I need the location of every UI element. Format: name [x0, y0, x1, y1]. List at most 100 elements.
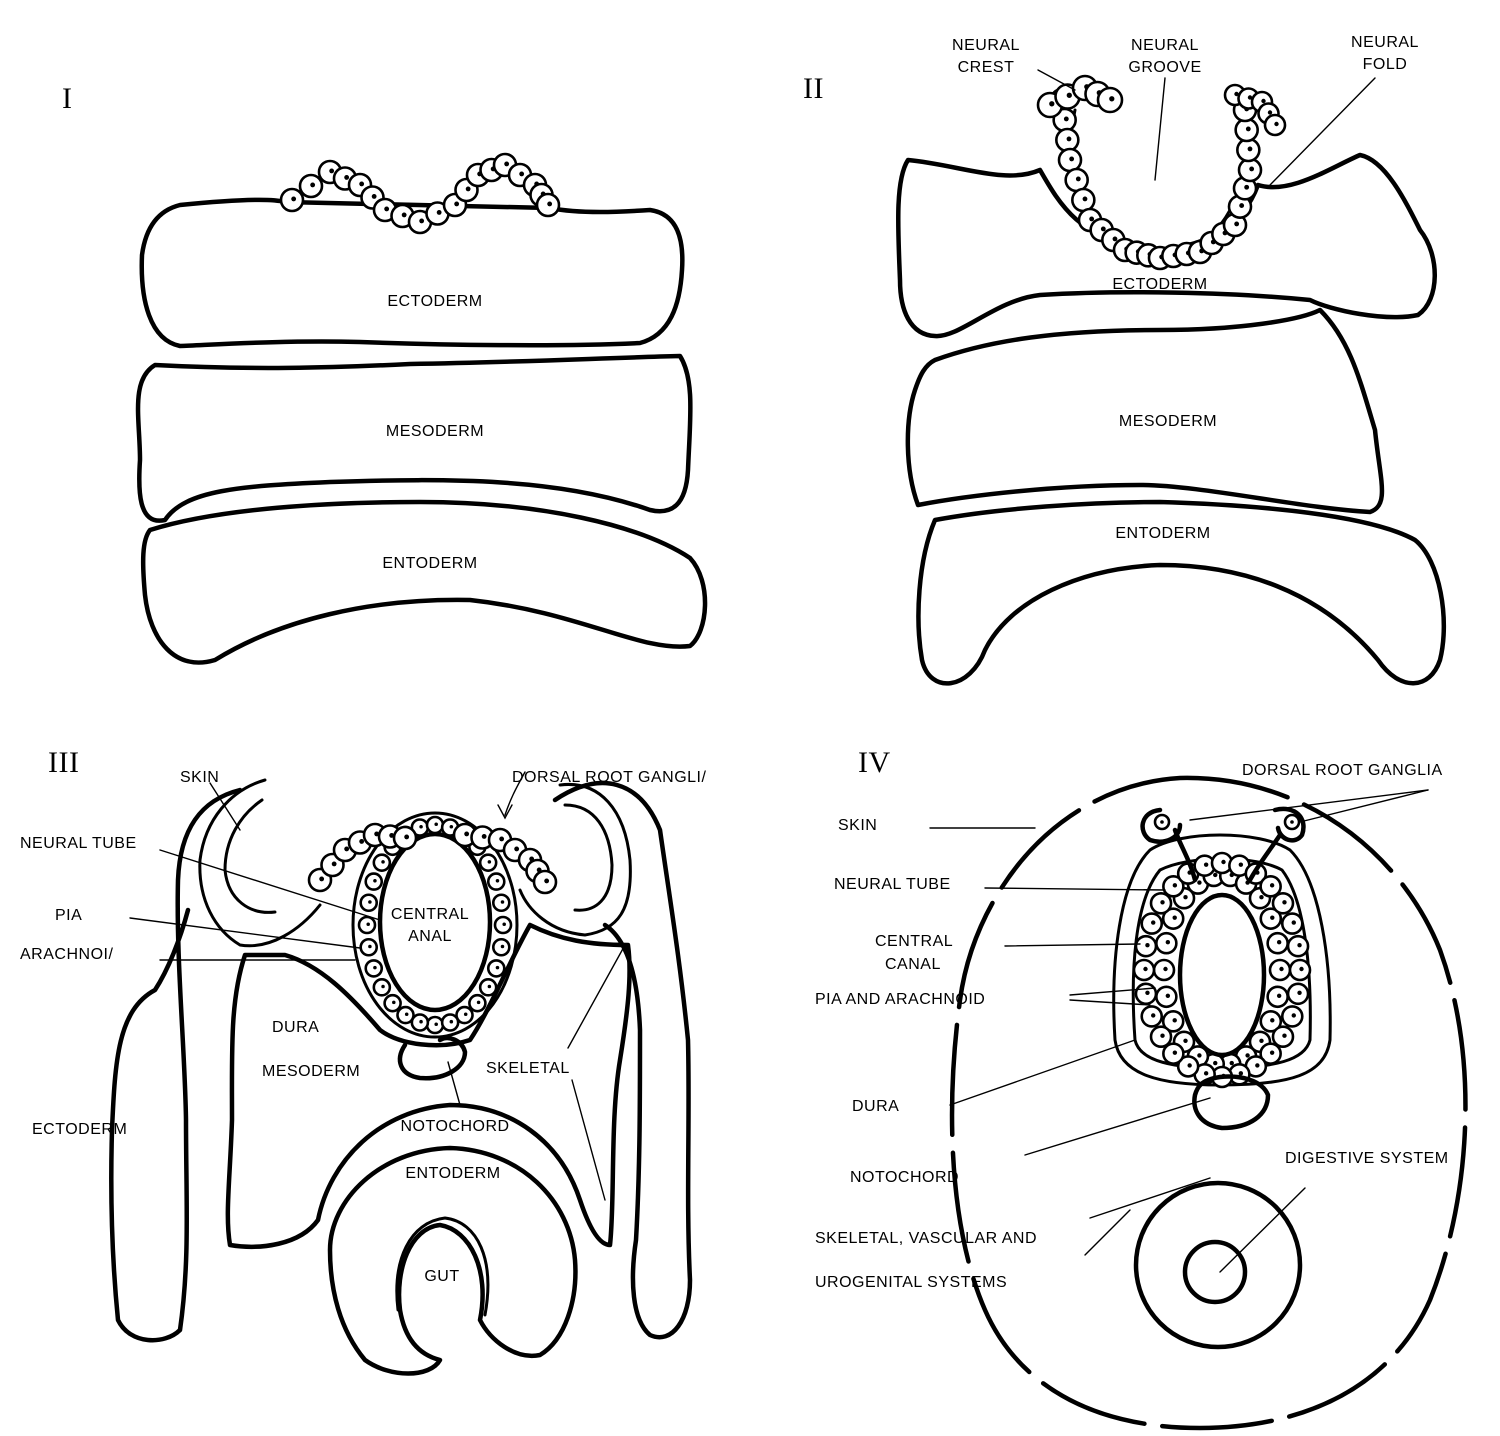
p3-tube-cell-nucleus — [495, 965, 500, 970]
p1-plate-cell-nucleus — [436, 209, 442, 215]
p2-crest-cell-nucleus — [1049, 101, 1055, 107]
p3-notochord-leader — [447, 1061, 461, 1106]
p4-tube-cell-nucleus — [1276, 940, 1282, 945]
p4-tube-cell-nucleus — [1297, 990, 1302, 996]
p2-crest-cell-nucleus — [1261, 98, 1266, 104]
p3-skin-fold-left-inner — [223, 798, 277, 914]
p2-groove-cell-nucleus — [1247, 146, 1253, 152]
p4-skeletal-label-1: SKELETAL, VASCULAR AND — [815, 1230, 1037, 1247]
p3-tube-cell-nucleus — [500, 944, 505, 949]
p4-dura-label: DURA — [852, 1098, 899, 1115]
panel-2-numeral: II — [803, 72, 824, 105]
p3-ganglion-cell-nucleus — [514, 846, 520, 852]
p1-plate-cell-nucleus — [401, 212, 407, 218]
p2-groove-cell-nucleus — [1082, 196, 1088, 202]
p4-tube-cell-nucleus — [1197, 1053, 1202, 1058]
p4-pia-outline — [1131, 857, 1312, 1070]
p4-notochord-label: NOTOCHORD — [850, 1169, 959, 1186]
p1-plate-cell-nucleus — [384, 206, 390, 212]
p2-neural-crest-label-2: CREST — [958, 59, 1015, 76]
p2-groove-cell-nucleus — [1063, 116, 1069, 122]
p3-notochord-shape — [397, 1035, 468, 1081]
p3-central-label-1: CENTRAL — [391, 906, 469, 923]
p4-digestive-leader — [1219, 1187, 1306, 1273]
p3-tube-cell-nucleus — [404, 1012, 409, 1017]
p1-plate-cell-nucleus — [454, 201, 460, 207]
p3-central-label-2: ANAL — [408, 928, 452, 945]
p1-mesoderm-label: MESODERM — [386, 423, 484, 440]
p1-plate-cell-nucleus — [419, 218, 425, 224]
p4-digestive-label: DIGESTIVE SYSTEM — [1285, 1150, 1449, 1167]
p4-tube-cell-nucleus — [1172, 915, 1177, 920]
p4-pia-leader-1 — [1069, 987, 1156, 996]
p3-ectoderm-label: ECTODERM — [32, 1121, 127, 1138]
p1-plate-cell-nucleus — [344, 174, 350, 180]
p4-ganglia-leader-2 — [1299, 789, 1429, 823]
p4-tube-cell-nucleus — [1183, 895, 1188, 900]
p3-tube-cell-nucleus — [419, 1019, 423, 1024]
p3-tube-cell-nucleus — [487, 860, 492, 864]
p4-tube-cell-nucleus — [1245, 1053, 1250, 1058]
p4-tube-cell-nucleus — [1160, 1033, 1165, 1038]
panel-3-numeral: III — [48, 746, 79, 779]
p2-crest-cell-nucleus — [1234, 91, 1239, 97]
p3-tube-cell-nucleus — [392, 1000, 396, 1005]
p3-arachnoid-label: ARACHNOI/ — [20, 946, 113, 963]
p4-central-leader — [1004, 943, 1141, 947]
p4-tube-cell-nucleus — [1151, 920, 1156, 925]
p2-neural-groove-leader — [1154, 77, 1166, 181]
p4-tube-cell-nucleus — [1197, 880, 1202, 885]
p4-tube-cell-nucleus — [1221, 859, 1226, 865]
p4-dorsal-root-ganglion-right — [1247, 806, 1306, 883]
p3-pia-label: PIA — [55, 907, 82, 924]
p2-neural-groove-label-1: NEURAL — [1131, 37, 1199, 54]
p3-entoderm-label: ENTODERM — [405, 1165, 500, 1182]
p3-ganglion-cell-nucleus — [499, 836, 505, 842]
p4-tube-cell-nucleus — [1145, 942, 1150, 948]
p1-plate-cell-nucleus — [519, 171, 525, 177]
p4-neural-tube-cells — [1132, 851, 1312, 1089]
p1-entoderm-shape — [140, 499, 708, 665]
p4-central-canal — [1177, 892, 1267, 1058]
p4-notochord-shape — [1192, 1074, 1271, 1131]
p3-dorsal-root-ganglia-label: DORSAL ROOT GANGLI/ — [512, 769, 706, 786]
p2-groove-cell-nucleus — [1234, 221, 1240, 227]
p1-plate-cell-nucleus — [547, 201, 553, 207]
p4-tube-cell-nucleus — [1172, 883, 1178, 888]
p4-tube-cell-nucleus — [1291, 1013, 1296, 1018]
p3-skin-fold-right-inner — [563, 803, 614, 912]
panel-4: IV DORSAL ROOT GANGLIA SKIN — [815, 746, 1468, 1431]
p2-crest-cell-nucleus — [1267, 110, 1273, 115]
p4-tube-cell-nucleus — [1163, 966, 1168, 972]
p2-neural-fold-leader — [1269, 77, 1376, 186]
p3-skin-label: SKIN — [180, 769, 219, 786]
p4-tube-cell-nucleus — [1143, 966, 1148, 972]
p4-neural-tube-label: NEURAL TUBE — [834, 876, 951, 893]
p4-central-label-1: CENTRAL — [875, 933, 953, 950]
p2-mesoderm-shape — [905, 307, 1385, 515]
p3-tube-cell-nucleus — [366, 922, 370, 926]
p3-tube-cell-nucleus — [449, 1019, 454, 1024]
p3-skeletal-label: SKELETAL — [486, 1060, 570, 1077]
p3-ganglion-cell-nucleus — [359, 838, 365, 844]
p4-digestive-inner — [1182, 1239, 1248, 1305]
p2-groove-cell-nucleus — [1075, 176, 1081, 182]
p2-crest-cell-nucleus — [1109, 96, 1115, 102]
p1-ectoderm-label: ECTODERM — [387, 293, 482, 310]
p3-ganglion-cell-nucleus — [331, 861, 337, 867]
p4-tube-cell-nucleus — [1165, 993, 1171, 998]
p4-tube-cell-nucleus — [1297, 942, 1302, 948]
p4-tube-cell-nucleus — [1203, 1071, 1209, 1076]
p4-skeletal-leader-2 — [1084, 1209, 1131, 1256]
p3-tube-cell-nucleus — [502, 922, 506, 926]
p2-groove-cell-nucleus — [1069, 156, 1075, 162]
p3-skin-leader — [209, 782, 241, 831]
p3-gut-label: GUT — [424, 1268, 459, 1285]
p2-groove-cell-nucleus — [1066, 136, 1072, 142]
p4-pia-arachnoid-label: PIA AND ARACHNOID — [815, 991, 985, 1008]
p4-tube-cell-nucleus — [1151, 1013, 1156, 1018]
p4-tube-cell-nucleus — [1213, 1060, 1218, 1066]
p3-ganglion-cell-nucleus — [481, 833, 487, 839]
p3-dorsal-root-ganglion-right — [452, 822, 558, 895]
p2-groove-cell-nucleus — [1244, 184, 1250, 190]
